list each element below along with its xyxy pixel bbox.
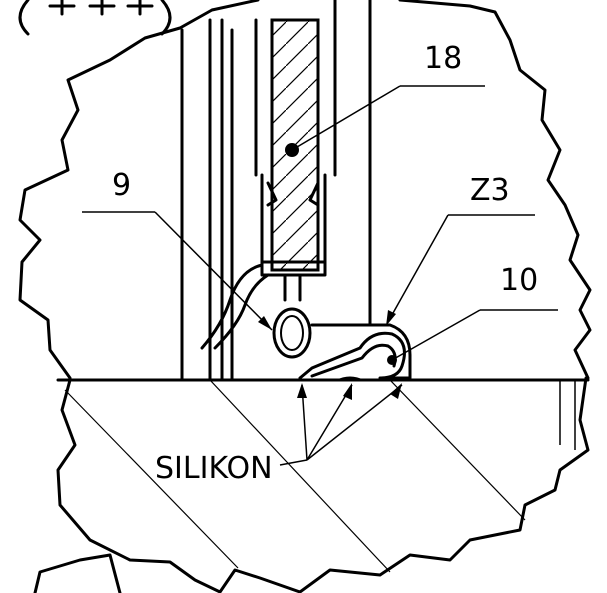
leader-18 bbox=[285, 85, 485, 157]
silicone-bead bbox=[336, 376, 364, 380]
label-9: 9 bbox=[112, 168, 131, 203]
label-10: 10 bbox=[500, 263, 538, 298]
leader-10 bbox=[391, 309, 558, 361]
bottom-left-fragment bbox=[33, 553, 122, 593]
leader-9 bbox=[82, 211, 273, 331]
glazing-channel bbox=[260, 260, 327, 277]
label-18: 18 bbox=[424, 41, 462, 76]
base-hatch bbox=[64, 379, 526, 573]
clip-outer bbox=[298, 331, 406, 380]
detail-boundary bbox=[18, 0, 592, 593]
seal-bulb-inner bbox=[280, 315, 304, 351]
glazing-wedges bbox=[266, 181, 320, 207]
label-silikon: SILIKON bbox=[155, 451, 273, 486]
seal-lip-inner bbox=[213, 273, 270, 350]
seal-lip bbox=[200, 263, 264, 350]
seal-bulb-outer bbox=[272, 307, 312, 359]
top-partial-glyphs bbox=[18, 0, 172, 36]
leader-silikon bbox=[279, 383, 403, 466]
leader-z3 bbox=[386, 214, 535, 326]
bead-profile bbox=[310, 323, 412, 380]
label-z3: Z3 bbox=[470, 173, 510, 208]
